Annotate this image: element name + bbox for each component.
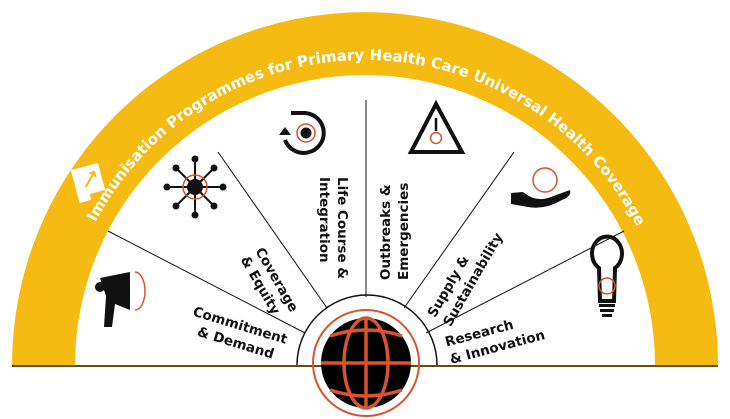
outer-arc-band bbox=[12, 12, 718, 366]
label-outbreaks: Outbreaks & Emergencies bbox=[378, 183, 412, 280]
label-life-course: Life Course & Integration bbox=[316, 177, 350, 279]
label-line: Outbreaks & bbox=[378, 184, 394, 280]
cycle-arrow-icon bbox=[279, 111, 326, 155]
divider bbox=[107, 230, 306, 334]
divider bbox=[403, 151, 515, 309]
hand-holding-icon bbox=[511, 167, 571, 208]
logo-icon bbox=[70, 162, 106, 203]
segment-dividers bbox=[107, 100, 625, 334]
label-line: Emergencies bbox=[396, 183, 412, 280]
globe-icon bbox=[312, 309, 420, 417]
inner-arc bbox=[296, 294, 438, 366]
divider bbox=[217, 151, 328, 309]
megaphone-icon bbox=[95, 271, 146, 327]
label-line: Integration bbox=[316, 177, 332, 263]
lightbulb-icon bbox=[590, 234, 624, 317]
warning-triangle-icon bbox=[407, 99, 466, 154]
network-hub-icon bbox=[163, 155, 227, 219]
label-line: Life Course & bbox=[334, 177, 350, 279]
